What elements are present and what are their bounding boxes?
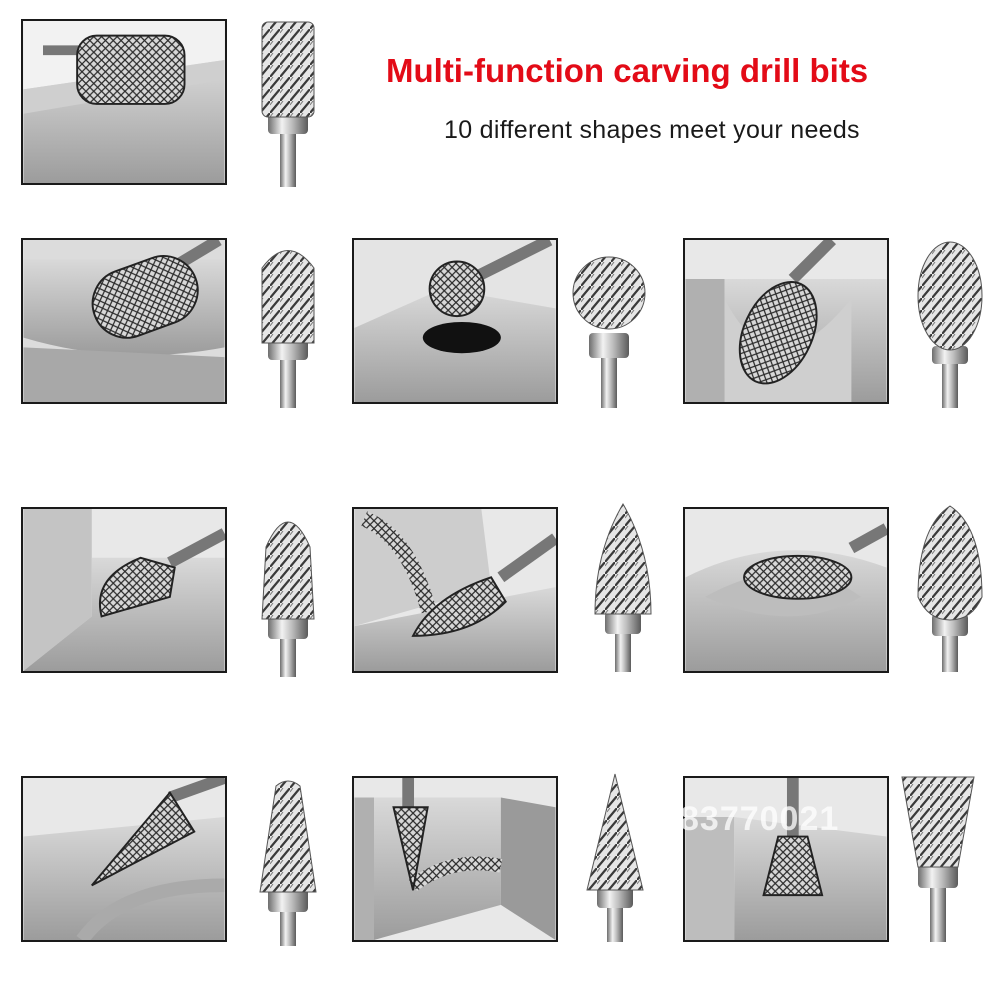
usage-illustration-pointed-cone bbox=[352, 776, 558, 942]
watermark: 83770021 bbox=[680, 800, 840, 838]
page-title: Multi-function carving drill bits bbox=[386, 52, 869, 89]
drill-bit-ball bbox=[571, 238, 647, 408]
usage-illustration-cone bbox=[21, 776, 227, 942]
usage-illustration-inverted-cone bbox=[683, 776, 889, 942]
usage-illustration-flame bbox=[683, 507, 889, 673]
usage-illustration-cylinder-ball-nose bbox=[21, 238, 227, 404]
drill-bit-cone bbox=[250, 776, 326, 946]
drill-bit-pointed-cone bbox=[577, 772, 653, 942]
drill-bit-inverted-cone bbox=[900, 772, 976, 942]
page-subtitle: 10 different shapes meet your needs bbox=[444, 116, 860, 144]
usage-illustration-pointed-tree bbox=[352, 507, 558, 673]
usage-illustration-cylinder bbox=[21, 19, 227, 185]
usage-illustration-tree bbox=[21, 507, 227, 673]
usage-illustration-oval bbox=[683, 238, 889, 404]
drill-bit-pointed-tree bbox=[585, 502, 661, 672]
drill-bit-oval bbox=[912, 238, 988, 408]
drill-bit-tree bbox=[250, 507, 326, 677]
usage-illustration-ball bbox=[352, 238, 558, 404]
drill-bit-cylinder-ball-nose bbox=[250, 238, 326, 408]
drill-bit-cylinder bbox=[250, 17, 326, 187]
drill-bit-flame bbox=[912, 502, 988, 672]
